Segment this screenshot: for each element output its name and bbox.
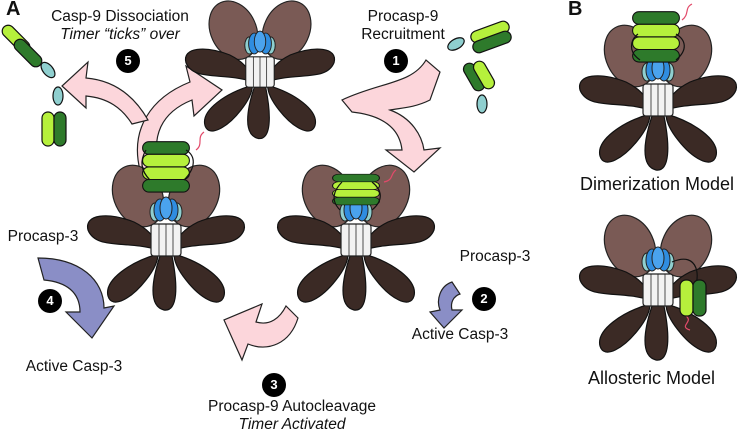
recruitment-label-2: Recruitment [361, 26, 445, 43]
free-casp9-left [1, 24, 67, 147]
step-4-badge: 4 [38, 289, 62, 313]
cycle-arrows [61, 59, 442, 362]
dimerization-model-label: Dimerization Model [580, 174, 735, 194]
timer-ticks-label: Timer “ticks” over [60, 26, 180, 43]
red-linkers [195, 3, 693, 331]
step-2-badge: 2 [472, 287, 496, 311]
panel-a-label: A [6, 0, 21, 20]
procasp3-left-label: Procasp-3 [7, 228, 79, 245]
active-casp3-right-label: Active Casp-3 [411, 326, 509, 343]
casp9-dimer-right [332, 173, 380, 206]
apoptosome-allosteric [578, 206, 738, 361]
allosteric-dark-domain [692, 279, 707, 317]
step-5-badge: 5 [116, 49, 140, 73]
dissociation-label: Casp-9 Dissociation [51, 8, 189, 25]
active-casp3-left-label: Active Casp-3 [25, 358, 123, 375]
recruitment-label-1: Procasp-9 [367, 8, 439, 25]
casp9-linkers [141, 33, 698, 289]
allosteric-model-label: Allosteric Model [588, 368, 716, 388]
procasp3-right-label: Procasp-3 [459, 248, 531, 265]
step-3-badge: 3 [262, 373, 286, 397]
casp9-dimer-left [142, 141, 190, 193]
step-1-badge: 1 [384, 49, 408, 73]
allosteric-light-domain [679, 279, 694, 317]
procasp3-arrows [37, 257, 464, 339]
autocleavage-label: Procasp-9 Autocleavage [207, 398, 377, 415]
timer-activated-label: Timer Activated [238, 416, 346, 433]
casp9-dimer-b [632, 11, 680, 63]
panel-b-label: B [568, 0, 583, 20]
free-casp9-right [447, 20, 512, 114]
